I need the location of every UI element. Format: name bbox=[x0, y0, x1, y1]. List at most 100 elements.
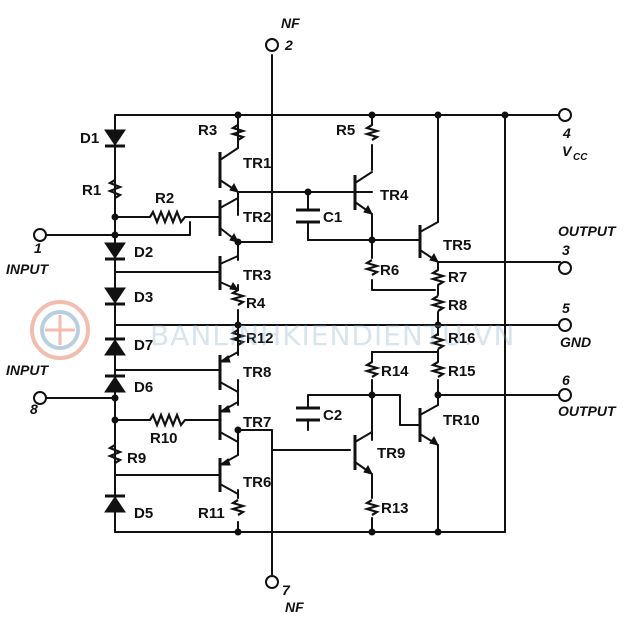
gnd-terminal bbox=[558, 318, 572, 332]
output6-terminal bbox=[558, 388, 572, 402]
label-R6: R6 bbox=[380, 262, 399, 279]
label-TR7: TR7 bbox=[243, 414, 271, 431]
label-R5: R5 bbox=[336, 122, 355, 139]
vcc-terminal bbox=[558, 108, 572, 122]
resistor-R1 bbox=[107, 179, 123, 199]
label-D3: D3 bbox=[134, 289, 153, 306]
label-R4: R4 bbox=[246, 295, 266, 312]
transistor-TR2 bbox=[218, 197, 239, 243]
diode-D3 bbox=[104, 287, 126, 306]
resistor-R11 bbox=[229, 499, 247, 516]
label-TR3: TR3 bbox=[243, 267, 271, 284]
resistor-R2 bbox=[149, 209, 186, 225]
label-TR9: TR9 bbox=[377, 445, 405, 462]
label-D2: D2 bbox=[134, 244, 153, 261]
pin-nf-top-number: 2 bbox=[284, 37, 293, 53]
transistor-TR1 bbox=[218, 147, 239, 193]
transistor-TR8 bbox=[114, 351, 239, 393]
resistors bbox=[107, 124, 447, 516]
label-TR6: TR6 bbox=[243, 474, 271, 491]
pin-vcc-sub: CC bbox=[573, 152, 588, 163]
label-R2: R2 bbox=[155, 190, 174, 207]
diode-D6 bbox=[104, 374, 126, 393]
label-D5: D5 bbox=[134, 505, 153, 522]
resistor-R7 bbox=[429, 269, 447, 286]
pin-vcc-number: 4 bbox=[562, 125, 571, 141]
pin-out3-number: 3 bbox=[562, 242, 570, 258]
label-R14: R14 bbox=[381, 363, 409, 380]
pin-input1-name: INPUT bbox=[6, 261, 49, 277]
resistor-R6 bbox=[363, 259, 381, 276]
pin-nf-top-name: NF bbox=[281, 15, 300, 31]
capacitor-C2 bbox=[296, 406, 320, 422]
resistor-R5 bbox=[363, 124, 381, 141]
label-R12: R12 bbox=[246, 330, 274, 347]
watermark: BANLINHKIENDIENTU.VN bbox=[30, 300, 515, 360]
label-R9: R9 bbox=[127, 450, 146, 467]
pin-out6-name: OUTPUT bbox=[558, 403, 617, 419]
watermark-text: BANLINHKIENDIENTU.VN bbox=[150, 319, 515, 352]
label-TR5: TR5 bbox=[443, 237, 471, 254]
pin-out6-number: 6 bbox=[562, 372, 570, 388]
label-R15: R15 bbox=[448, 363, 476, 380]
label-R1: R1 bbox=[82, 182, 101, 199]
label-D1: D1 bbox=[80, 130, 99, 147]
resistor-R3 bbox=[229, 124, 247, 141]
label-TR4: TR4 bbox=[380, 187, 409, 204]
label-TR8: TR8 bbox=[243, 364, 271, 381]
pin-labels: NF 2 7 NF 1 INPUT INPUT 8 4 V CC OUTPUT … bbox=[6, 15, 617, 615]
pin-nf-bottom-name: NF bbox=[285, 599, 304, 615]
transistor-TR10 bbox=[418, 404, 439, 446]
pin-input1-number: 1 bbox=[34, 240, 42, 256]
label-TR10: TR10 bbox=[443, 412, 480, 429]
pin-gnd-number: 5 bbox=[562, 300, 570, 316]
label-C2: C2 bbox=[323, 407, 342, 424]
diode-D2 bbox=[104, 242, 126, 261]
nf-top-terminal bbox=[265, 38, 279, 52]
diode-D1 bbox=[104, 129, 126, 148]
transistors bbox=[114, 147, 439, 495]
resistor-R9 bbox=[107, 444, 123, 464]
label-R16: R16 bbox=[448, 330, 476, 347]
input1-terminal bbox=[33, 228, 47, 242]
label-C1: C1 bbox=[323, 209, 342, 226]
resistor-R16 bbox=[429, 333, 447, 350]
transistor-TR7 bbox=[218, 401, 239, 443]
nf-bottom-terminal bbox=[265, 575, 279, 589]
pin-input8-name: INPUT bbox=[6, 362, 49, 378]
output3-terminal bbox=[558, 261, 572, 275]
capacitor-C1 bbox=[296, 208, 320, 224]
label-R7: R7 bbox=[448, 269, 467, 286]
label-TR1: TR1 bbox=[243, 155, 271, 172]
transistor-TR9 bbox=[353, 431, 373, 475]
pin-input8-number: 8 bbox=[30, 401, 38, 417]
resistor-R13 bbox=[363, 499, 381, 516]
label-D6: D6 bbox=[134, 379, 153, 396]
resistor-R12 bbox=[229, 329, 247, 346]
transistor-TR3 bbox=[114, 255, 240, 291]
pin-nf-bottom-number: 7 bbox=[282, 582, 291, 598]
label-R11: R11 bbox=[198, 505, 225, 522]
input8-terminal bbox=[33, 391, 47, 405]
resistor-R4 bbox=[229, 289, 247, 306]
diode-D5 bbox=[104, 494, 126, 513]
transistor-TR6 bbox=[114, 454, 239, 495]
junctions bbox=[111, 111, 509, 536]
label-R10: R10 bbox=[150, 430, 178, 447]
resistor-R8 bbox=[429, 295, 447, 312]
label-D7: D7 bbox=[134, 337, 153, 354]
terminals bbox=[33, 38, 572, 589]
watermark-logo-icon bbox=[30, 300, 90, 360]
resistor-R15 bbox=[429, 361, 447, 378]
transistor-TR5 bbox=[418, 221, 439, 263]
diode-D7 bbox=[104, 337, 126, 356]
pin-vcc-name: V bbox=[562, 143, 573, 159]
label-R3: R3 bbox=[198, 122, 217, 139]
pin-out3-name: OUTPUT bbox=[558, 223, 617, 239]
label-R8: R8 bbox=[448, 297, 467, 314]
label-TR2: TR2 bbox=[243, 209, 271, 226]
resistor-R14 bbox=[363, 361, 381, 378]
component-labels: D1 R1 R2 D2 D3 D7 D6 R10 R9 D5 R3 TR1 TR… bbox=[80, 122, 480, 522]
